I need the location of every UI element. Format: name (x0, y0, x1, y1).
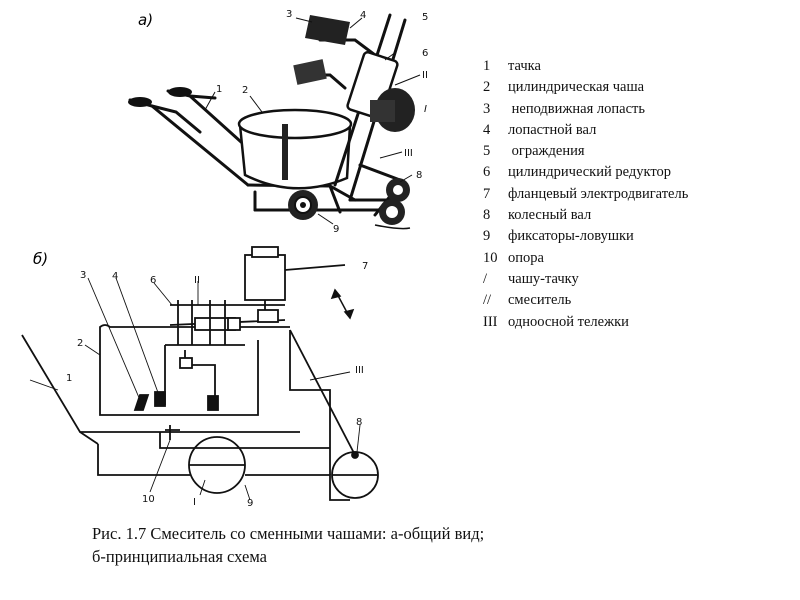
figure-a-general-view: а) (128, 9, 428, 235)
legend-text: колесный вал (508, 207, 592, 224)
power-cable (374, 224, 411, 230)
legend-num: 2 (483, 79, 491, 96)
callout-a-3: 3 (286, 9, 292, 20)
legend-item: 4 лопастной вал (483, 120, 688, 141)
figure-b-callouts: 7 3 4 6 II 2 1 III 8 10 I 9 (66, 261, 368, 509)
figure-a-leader-lines (204, 17, 421, 225)
legend-num: / (483, 270, 488, 287)
legend-item: 10 опора (483, 248, 688, 269)
callout-a-iii: III (404, 148, 413, 159)
bowl-outline (99, 340, 259, 416)
legend-item: / чашу-тачку (483, 269, 688, 290)
schematic-outline (21, 246, 356, 501)
cart-wheel-schematic (188, 436, 246, 494)
callout-a-ii: II (422, 70, 428, 81)
legend-item: 9 фиксаторы-ловушки (483, 226, 688, 247)
legend-num: // (483, 292, 492, 309)
callout-a-6: 6 (422, 48, 428, 59)
tilt-arrow (330, 288, 355, 320)
legend-num: 8 (483, 207, 491, 224)
figure-b-schematic: б) (21, 246, 379, 509)
callout-a-5: 5 (422, 12, 428, 23)
callout-b-6: 6 (150, 275, 156, 286)
legend-item: 2 цилиндрическая чаша (483, 77, 688, 98)
callout-b-iii: III (355, 365, 364, 376)
figure-caption: Рис. 1.7 Смеситель со сменными чашами: а… (92, 524, 485, 566)
callout-a-2: 2 (242, 85, 248, 96)
callout-b-8: 8 (356, 417, 362, 428)
electric-motor (370, 88, 415, 132)
legend-item: III одноосной тележки (483, 312, 688, 333)
legend-item: 7 фланцевый электродвигатель (483, 184, 688, 205)
fixed-blade (133, 394, 150, 411)
legend-num: 3 (483, 100, 491, 117)
legend-num: 10 (483, 249, 498, 266)
callout-b-9: 9 (247, 498, 253, 509)
legend-text: цилиндрическая чаша (508, 79, 645, 96)
legend-text: тачка (508, 58, 541, 74)
callout-a-8: 8 (416, 170, 422, 181)
mixer-column (289, 330, 331, 475)
figure-a-callouts: 1 2 3 4 5 6 II I III 8 9 (216, 9, 428, 235)
legend-text: фланцевый электродвигатель (508, 185, 689, 202)
callout-b-7: 7 (362, 261, 368, 272)
callout-b-3: 3 (80, 270, 86, 281)
callout-b-4: 4 (112, 271, 118, 282)
legend-text: одноосной тележки (508, 313, 629, 330)
legend-item: 3 неподвижная лопасть (483, 99, 688, 120)
legend-item: 5 ограждения (483, 141, 688, 162)
legend-text: фиксаторы-ловушки (508, 228, 634, 245)
legend-text: опора (508, 249, 544, 266)
mixing-bowl (237, 108, 353, 190)
callout-a-1: 1 (216, 84, 222, 95)
legend-text: лопастной вал (508, 121, 597, 138)
figure-b-leader-lines (29, 277, 361, 501)
cart-wheel (288, 190, 318, 220)
legend-text: чашу-тачку (508, 270, 579, 287)
stand-wheels (379, 178, 410, 225)
legend-item: 1 тачка (483, 56, 688, 77)
legend-text: смеситель (508, 292, 572, 309)
callout-b-i: I (193, 497, 196, 508)
legend-num: 4 (483, 121, 491, 138)
legend-num: 7 (483, 185, 491, 202)
legend-num: 6 (483, 164, 491, 181)
legend-item: // смеситель (483, 290, 688, 311)
legend-item: 8 колесный вал (483, 205, 688, 226)
legend-num: 5 (483, 143, 491, 160)
legend-num: III (483, 313, 498, 330)
legend-num: 1 (483, 58, 491, 74)
callout-a-9: 9 (333, 224, 339, 235)
callout-a-4: 4 (360, 10, 366, 21)
callout-b-10: 10 (142, 494, 155, 505)
legend-text: ограждения (508, 143, 585, 160)
callout-b-ii: II (194, 275, 200, 286)
figure-a-label: а) (138, 11, 153, 29)
parts-legend: 1 тачка 2 цилиндрическая чаша 3 неподвижна… (483, 56, 688, 333)
callout-a-i: I (424, 104, 427, 115)
stand-wheel-schematic (331, 451, 379, 499)
callout-b-1: 1 (66, 373, 72, 384)
cart-handles (128, 87, 192, 107)
legend-text: неподвижная лопасть (508, 100, 645, 117)
top-drive-assembly (293, 15, 350, 85)
figure-b-label: б) (33, 250, 48, 268)
legend-num: 9 (483, 228, 491, 245)
motor-body (244, 254, 286, 301)
legend-text: цилиндрический редуктор (508, 164, 671, 181)
callout-b-2: 2 (77, 338, 83, 349)
legend-item: 6 цилиндрический редуктор (483, 162, 688, 183)
